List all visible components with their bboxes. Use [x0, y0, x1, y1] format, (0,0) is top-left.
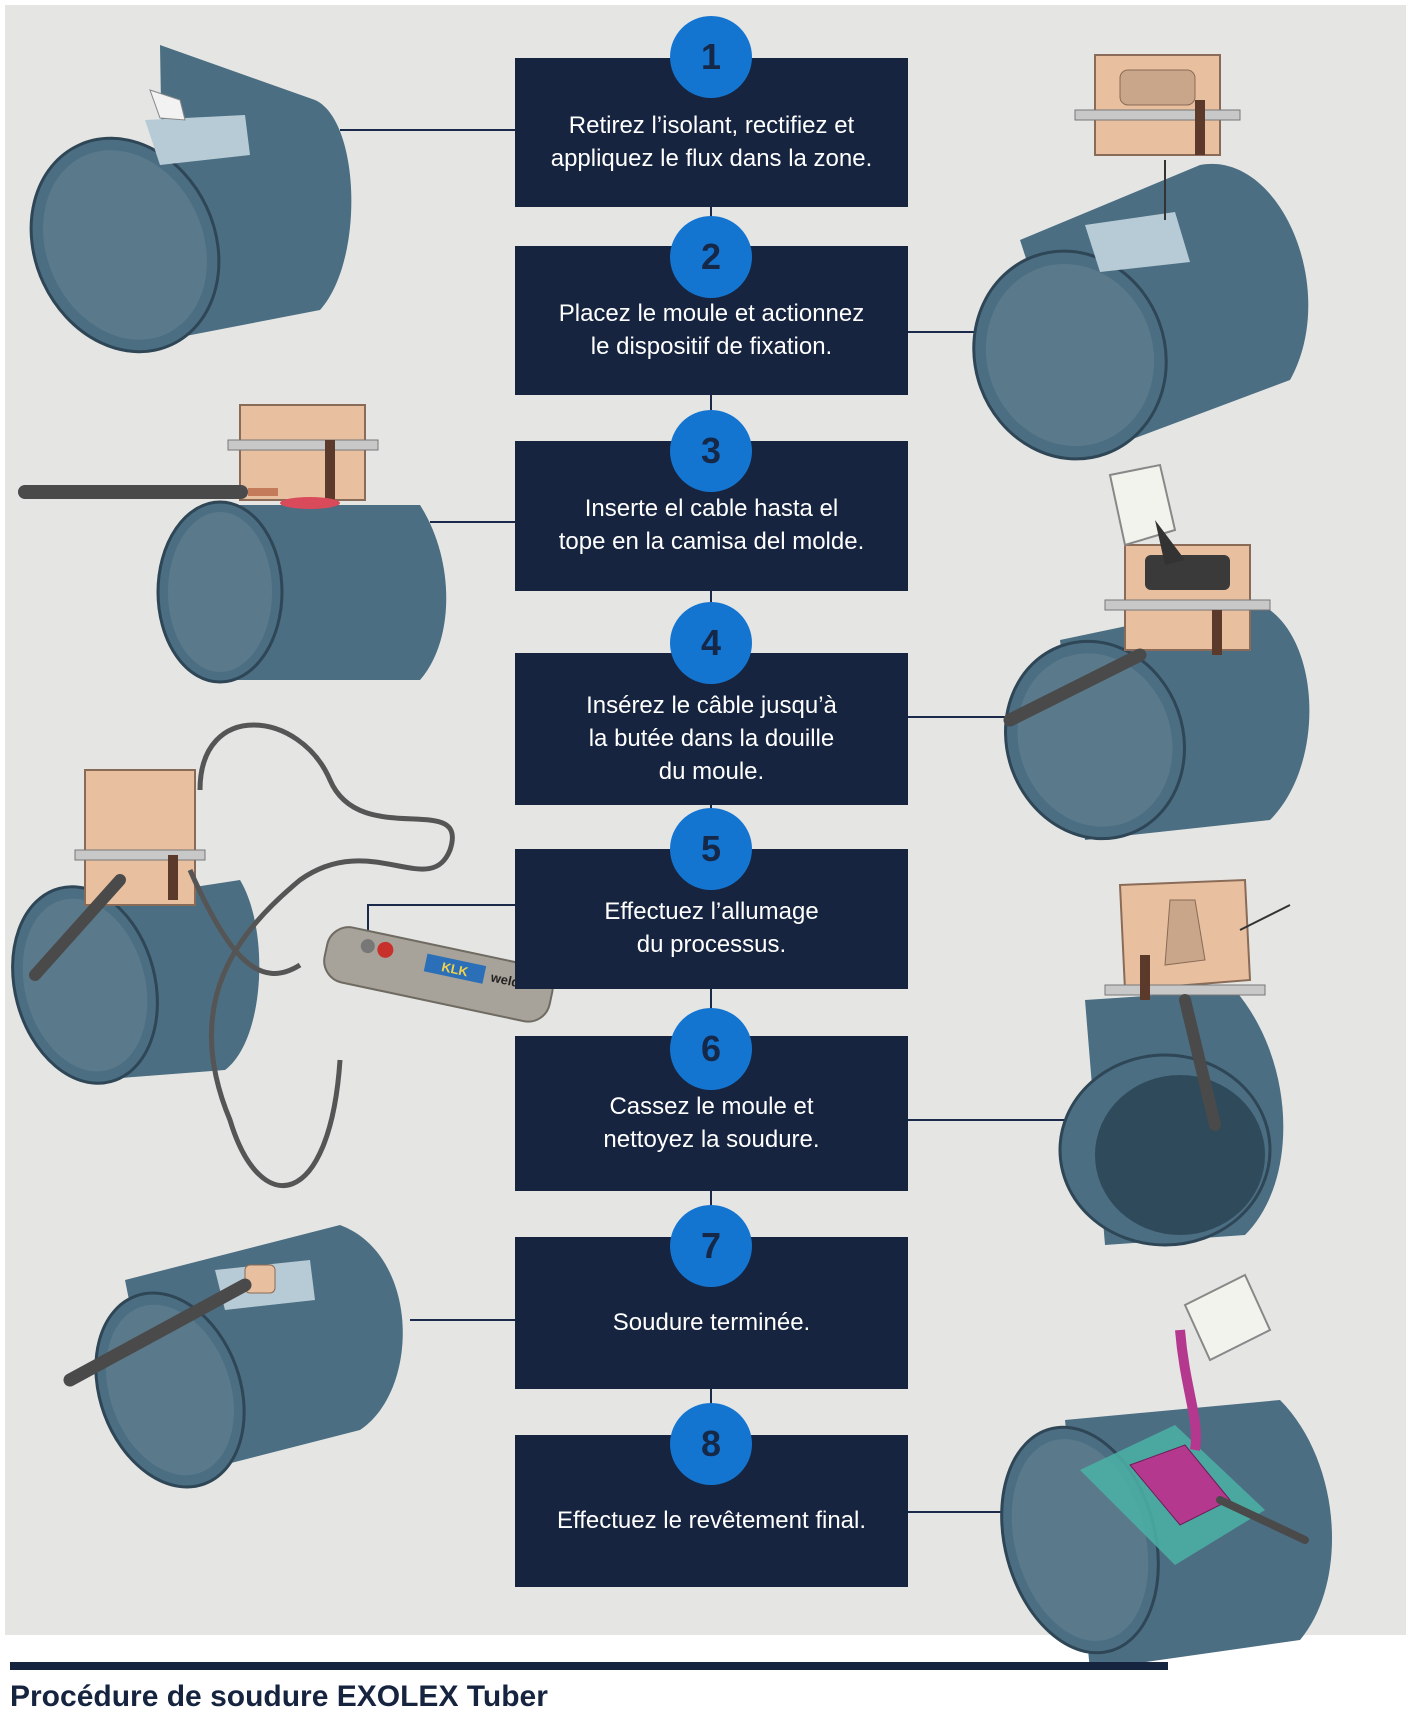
- pipe-broken-mould: [1058, 878, 1291, 1247]
- step-badge-2: 2: [670, 216, 752, 298]
- pipe-powder-pouring: [1003, 463, 1310, 841]
- step-text-6: Cassez le moule et nettoyez la soudure.: [603, 1092, 820, 1153]
- pipe-flux-application: [29, 45, 352, 354]
- step-badge-4: 4: [670, 602, 752, 684]
- connector-line-5: [367, 904, 515, 930]
- footer-rule: [10, 1662, 1168, 1670]
- igniter-brand-word: weld: [489, 969, 521, 990]
- pipe-finished-weld: [63, 1225, 403, 1489]
- step-badge-3: 3: [670, 410, 752, 492]
- step-text-8: Effectuez le revêtement final.: [556, 1506, 867, 1534]
- step-text-1: Retirez l’isolant, rectifiez et applique…: [550, 111, 873, 172]
- pipe-mould-placement: [972, 54, 1309, 461]
- pipe-final-coating: [1000, 1273, 1333, 1670]
- step-text-5: Effectuez l’allumage du processus.: [604, 898, 819, 958]
- step-badge-7: 7: [670, 1205, 752, 1287]
- step-badge-5: 5: [670, 808, 752, 890]
- step-text-2: Placez le moule et actionnez le disposit…: [558, 299, 865, 360]
- step-card-1: Retirez l’isolant, rectifiez et applique…: [515, 58, 908, 207]
- pipe-ignition-device: KLK weld: [11, 722, 554, 1189]
- step-text-7: Soudure terminée.: [612, 1308, 811, 1336]
- step-card-6: Cassez le moule et nettoyez la soudure.: [515, 1036, 908, 1191]
- step-text-4: Insérez le câble jusqu’à la butée dans l…: [586, 691, 837, 785]
- pipe-cable-insertion-side: [18, 404, 447, 684]
- step-badge-8: 8: [670, 1403, 752, 1485]
- step-card-5: Effectuez l’allumage du processus.: [515, 849, 908, 989]
- step-text-3: Inserte el cable hasta el tope en la cam…: [558, 495, 865, 555]
- igniter-brand-mark: KLK: [440, 959, 470, 979]
- step-badge-1: 1: [670, 16, 752, 98]
- step-badge-6: 6: [670, 1008, 752, 1090]
- footer-title: Procédure de soudure EXOLEX Tuber: [10, 1680, 548, 1713]
